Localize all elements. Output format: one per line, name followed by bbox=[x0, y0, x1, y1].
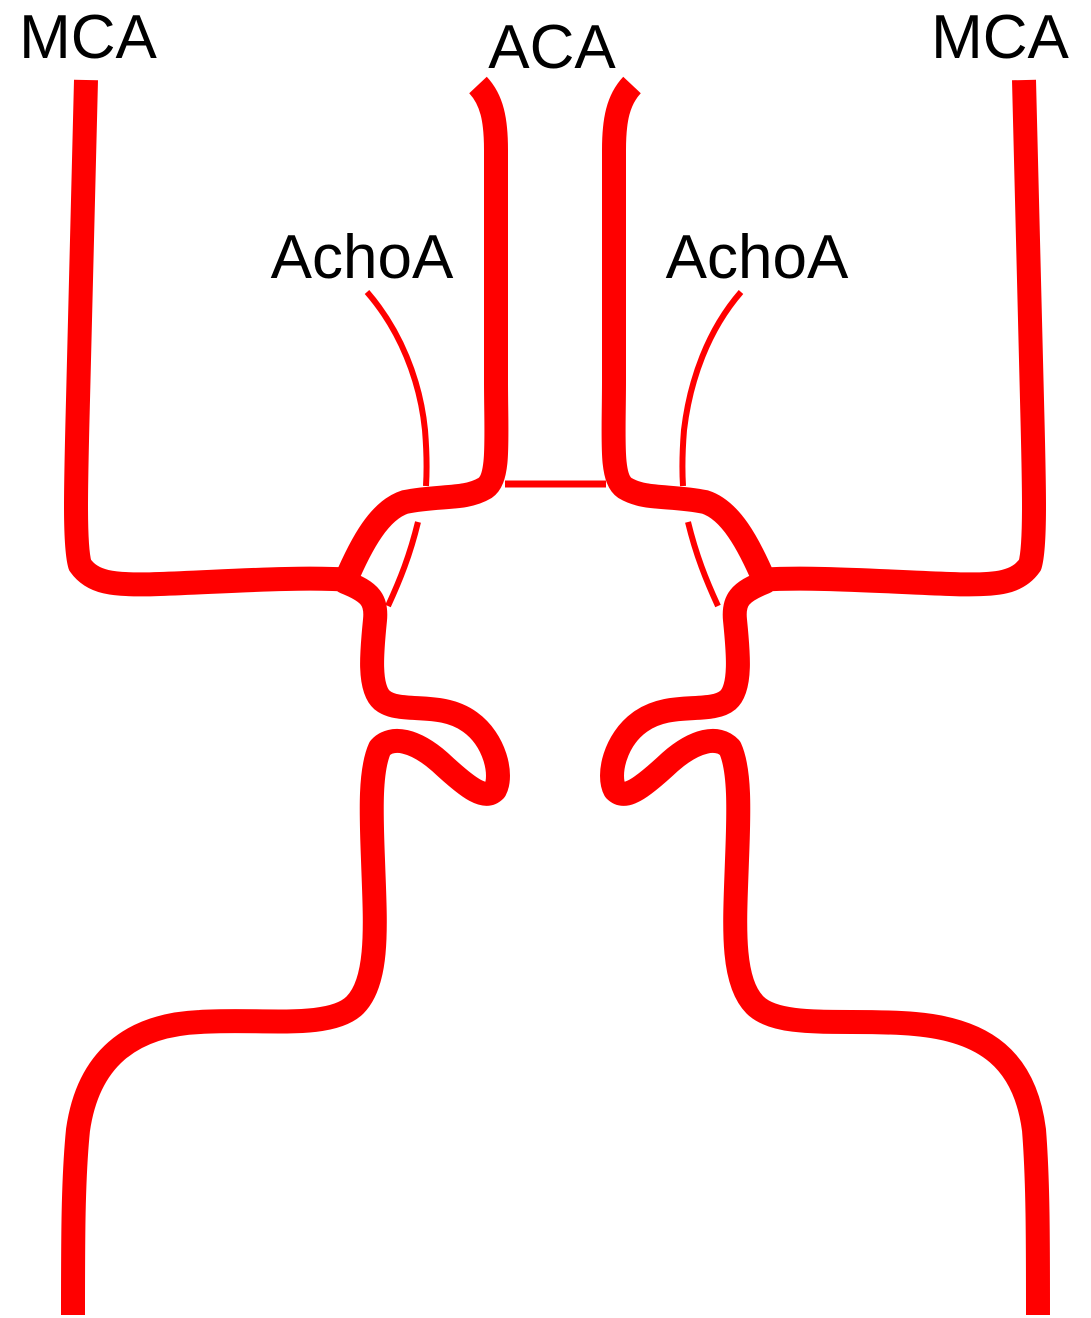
label-achoa-left: AchoA bbox=[271, 223, 454, 292]
left-achoa-lower-vessel bbox=[388, 522, 418, 606]
label-achoa-right: AchoA bbox=[666, 223, 849, 292]
label-mca-left: MCA bbox=[19, 3, 157, 72]
right-achoa-lower-vessel bbox=[688, 522, 718, 606]
left-achoa-vessel bbox=[367, 292, 427, 486]
left-mca-vessel bbox=[76, 80, 352, 584]
label-aca: ACA bbox=[488, 13, 616, 82]
label-mca-right: MCA bbox=[931, 3, 1069, 72]
right-mca-vessel bbox=[758, 80, 1034, 584]
right-achoa-vessel bbox=[682, 292, 741, 486]
